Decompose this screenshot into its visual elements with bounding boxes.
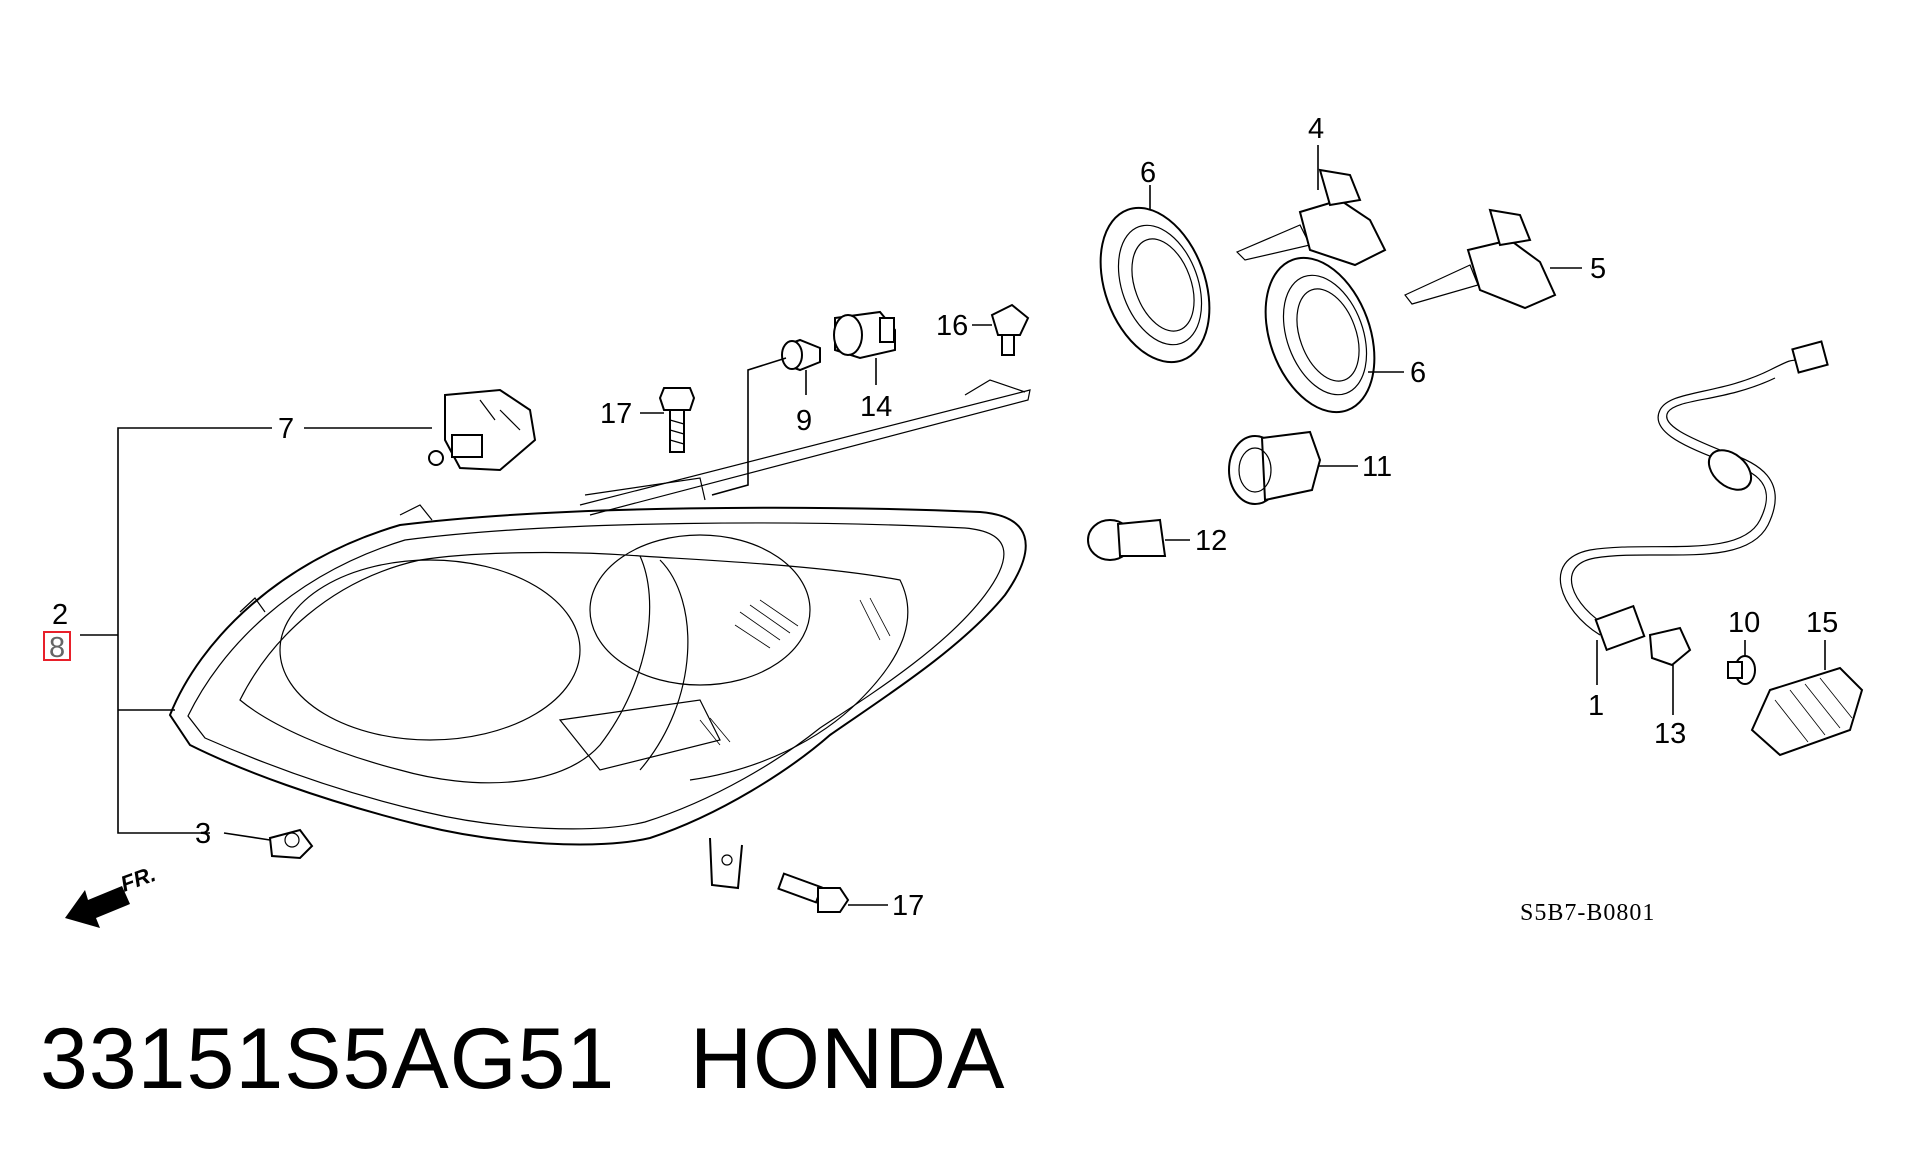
callout-6-lower: 6 [1410,357,1426,389]
callout-1: 1 [1588,690,1604,722]
bulb-turn [1087,518,1167,561]
callout-12: 12 [1195,525,1227,557]
callout-8[interactable]: 8 [49,632,65,664]
diagram-code: S5B7-B0801 [1520,900,1655,926]
callout-6-upper: 6 [1140,157,1156,189]
callout-15: 15 [1806,607,1838,639]
callout-3: 3 [195,818,211,850]
callout-2: 2 [52,599,68,631]
bolt-lower [777,872,850,913]
highlight-box-8[interactable] [43,631,71,661]
side-marker-lens [1750,666,1864,757]
brand-name: HONDA [689,1011,1006,1107]
callout-11: 11 [1362,451,1392,483]
dust-cover-lower [1264,256,1376,414]
bulb-high-beam [1235,168,1387,267]
bulb-position [781,338,821,372]
callout-17-lower: 17 [892,890,924,922]
callout-13: 13 [1654,718,1686,750]
callout-17-upper: 17 [600,398,632,430]
callout-14: 14 [860,391,892,423]
part-number: 33151S5AG51 [40,1011,616,1107]
bulb-low-beam [1404,208,1557,310]
part-footer: 33151S5AG51 HONDA [40,1010,1006,1109]
clip-nut [268,828,314,860]
wire-harness [1559,340,1829,652]
callout-4: 4 [1308,113,1324,145]
callout-5: 5 [1590,253,1606,285]
callout-7: 7 [278,413,294,445]
bolt-upper [658,387,696,453]
bulb-side-marker [1727,655,1756,685]
front-arrow-label: FR. [117,861,159,897]
callout-9: 9 [796,405,812,437]
callout-10: 10 [1728,607,1760,639]
clip-fastener [990,303,1030,356]
socket-turn [1228,430,1322,505]
front-direction-arrow: FR. [65,861,159,928]
callout-16: 16 [936,310,968,342]
callout-labels: 1 2 3 4 5 6 6 7 8 9 10 11 12 13 14 15 16… [43,113,1838,922]
leader-lines [80,145,1826,906]
socket-position [833,310,896,360]
dust-cover-upper [1099,206,1211,364]
leveling-actuator [428,388,537,472]
socket-side-marker [1648,626,1692,667]
headlight-housing [168,379,1031,890]
